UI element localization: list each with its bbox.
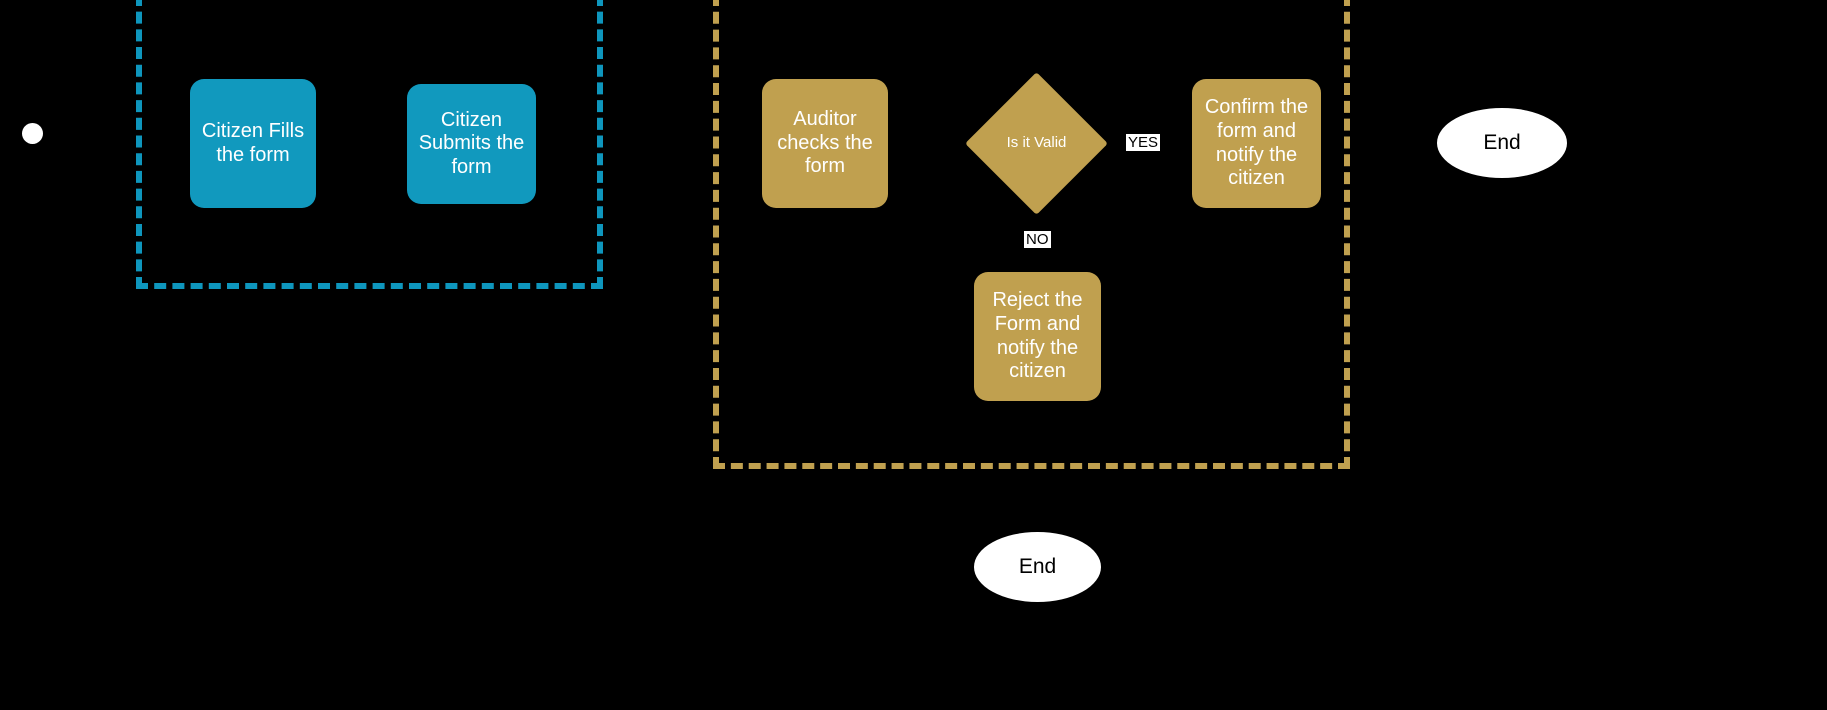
edge-label-yes: YES [1126,134,1161,151]
task-citizen-fills-the-form[interactable]: Citizen Fills the form [190,79,316,208]
auditor-lane[interactable] [713,0,1350,469]
citizen-lane[interactable] [136,0,603,289]
task-citizen-submits-the-form[interactable]: Citizen Submits the form [407,84,536,204]
terminator-end-bottom[interactable]: End [974,532,1101,602]
task-confirm-form-and-notify-citizen[interactable]: Confirm the form and notify the citizen [1192,79,1321,208]
edge-label-no: NO [1024,231,1051,248]
task-reject-form-and-notify-citizen[interactable]: Reject the Form and notify the citizen [974,272,1101,401]
task-auditor-checks-the-form[interactable]: Auditor checks the form [762,79,888,208]
start-node-icon[interactable] [22,123,43,144]
terminator-end-right[interactable]: End [1437,108,1567,178]
